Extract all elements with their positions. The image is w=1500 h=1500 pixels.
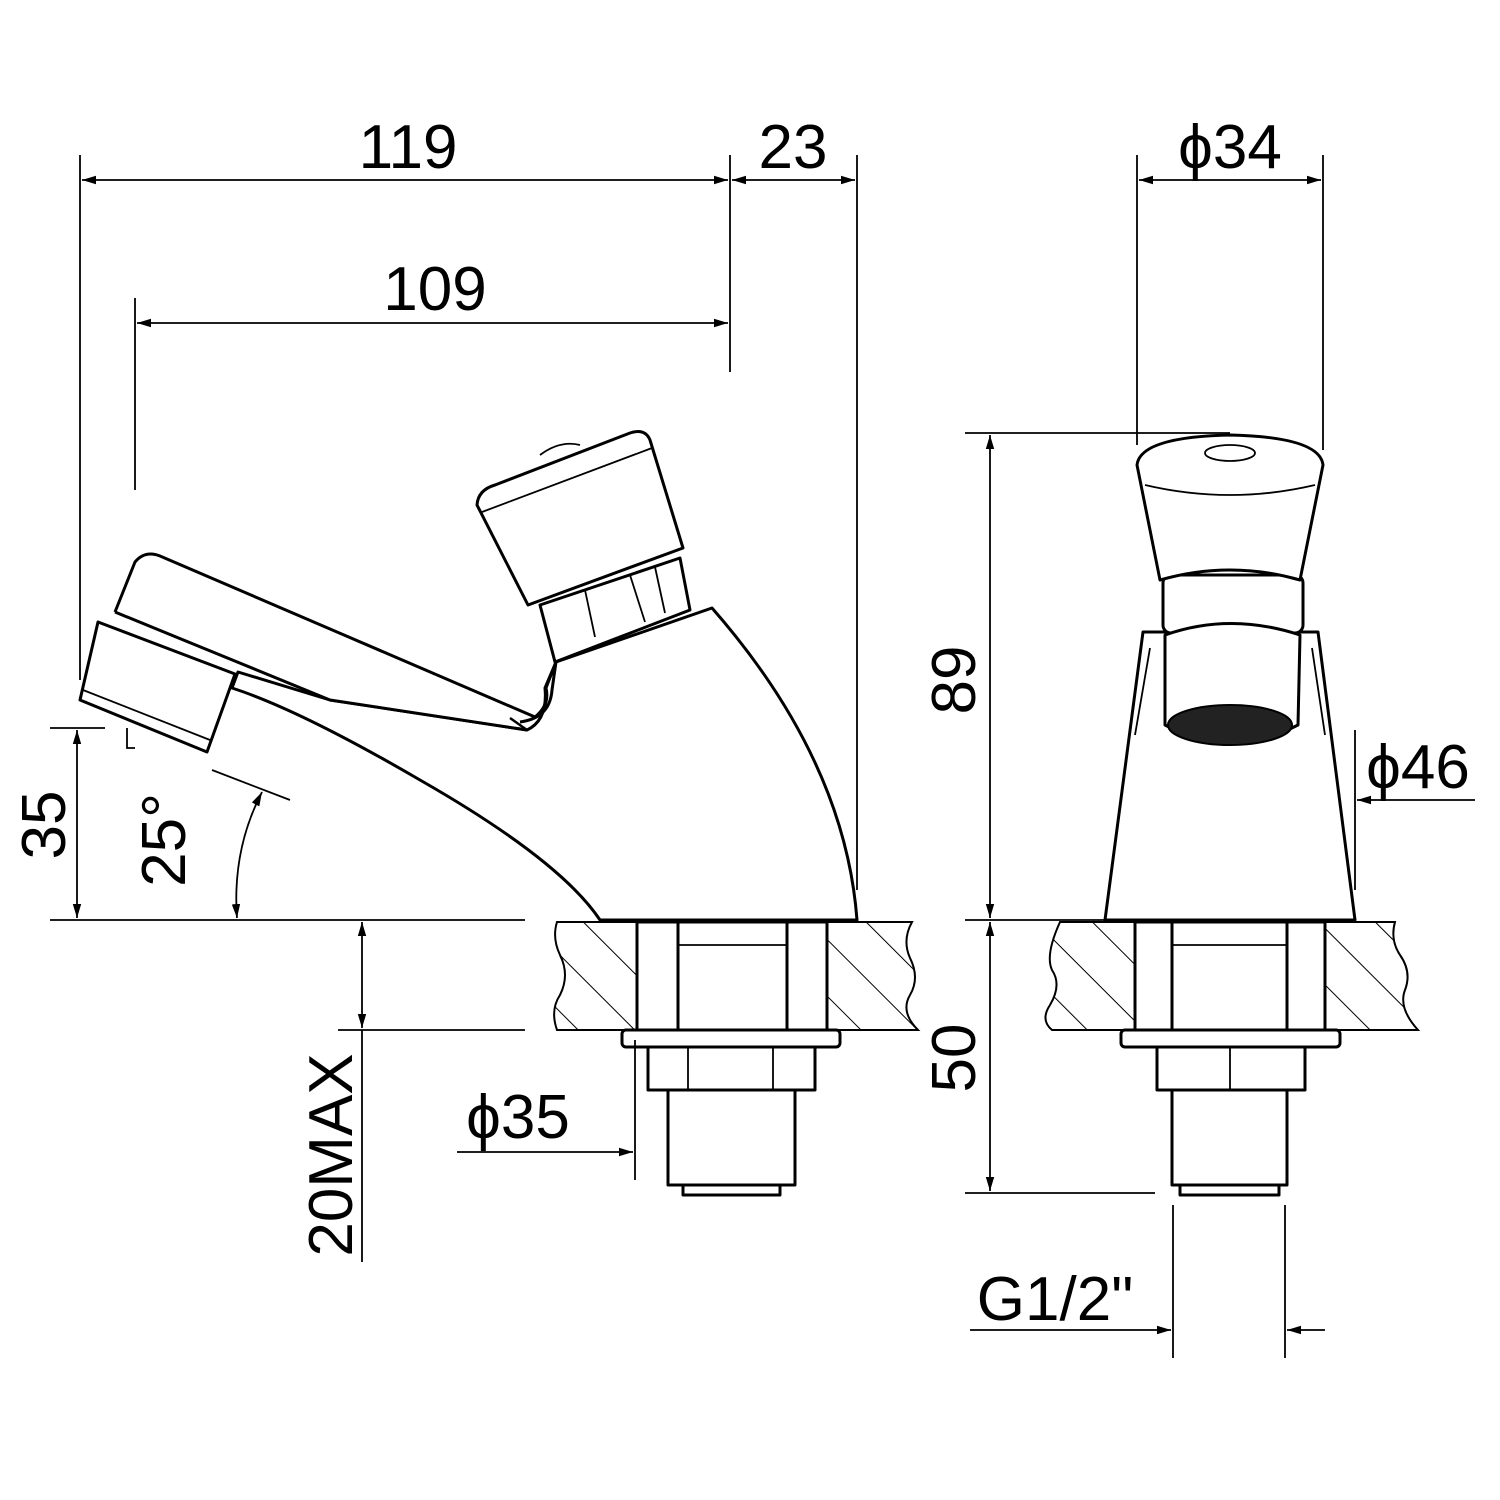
shank [1119,920,1342,1197]
dim-spout-reach: 109 [383,255,486,324]
aerator [78,620,237,754]
dim-base-diameter: ϕ35 [466,1083,570,1152]
dim-button-diameter: ϕ34 [1178,113,1282,182]
dim-height: 89 [920,646,989,715]
push-button [1135,433,1325,582]
dim-overall-length: 119 [359,113,458,182]
dim-thread: G1/2" [977,1265,1133,1334]
spout-edge [114,610,528,732]
push-button [475,430,692,664]
dim-spout-angle: 25° [130,793,199,887]
dimensions: 119 23 109 ϕ34 89 50 ϕ46 G1/2" 35 25° 20… [10,113,1475,1358]
shank [620,920,842,1197]
dim-shank-length: 50 [920,1024,989,1093]
tap-body [230,606,859,922]
dim-button-offset: 23 [759,113,828,182]
counter-section-left [553,921,638,1031]
dim-body-diameter: ϕ46 [1366,733,1470,802]
counter-section-right [1324,921,1421,1031]
spout [113,552,558,724]
button-top [1204,444,1256,462]
dim-counter-thickness: 20MAX [297,1053,366,1256]
counter-section-right [826,921,921,1031]
dim-spout-height: 35 [10,791,79,860]
counter-section-left [1044,921,1136,1031]
front-view [965,433,1421,1197]
aerator-mesh [1167,704,1293,746]
side-view [50,430,921,1197]
